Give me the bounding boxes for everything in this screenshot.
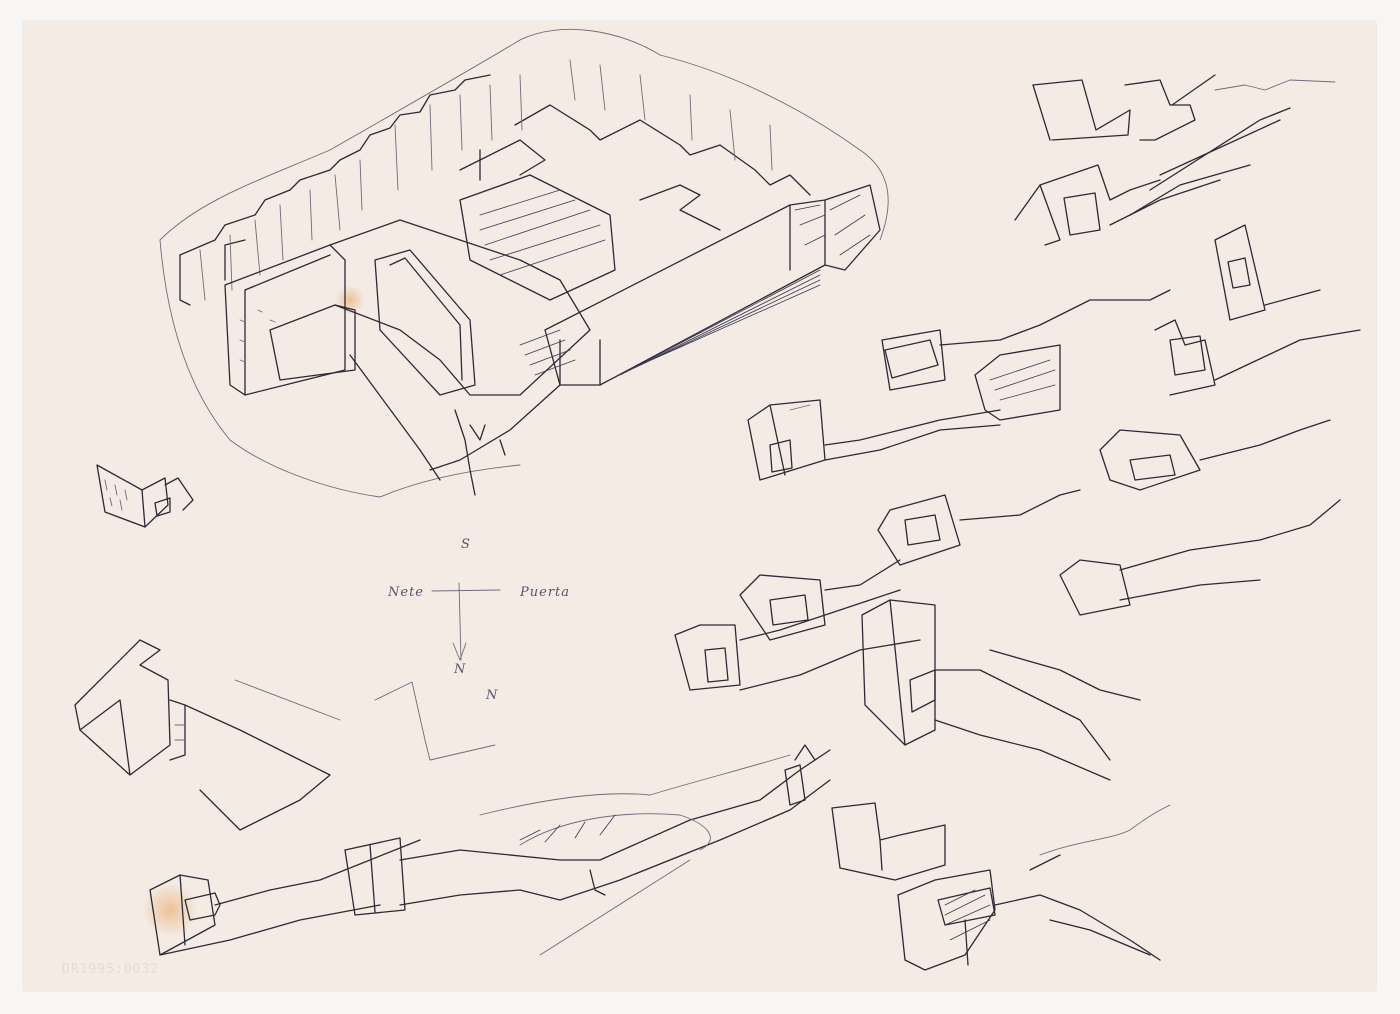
l-block-study (74, 639, 341, 831)
compass-right-label: Puerta (520, 585, 571, 600)
small-facade-study (96, 464, 194, 528)
right-column-facade-studies (674, 74, 1361, 781)
main-building-axonometric (159, 28, 889, 498)
inventory-stamp: DR1995:0032 (62, 962, 160, 977)
ink-stain (335, 285, 365, 315)
compass-left-label: Nete (388, 585, 424, 600)
compass-south-label: S (461, 537, 471, 552)
compass-north-label-secondary: N (486, 688, 499, 703)
long-street-block-study (149, 744, 831, 956)
compass-diagram (374, 582, 501, 761)
compass-north-label: N (454, 662, 467, 677)
lower-right-block-study (831, 802, 1171, 971)
